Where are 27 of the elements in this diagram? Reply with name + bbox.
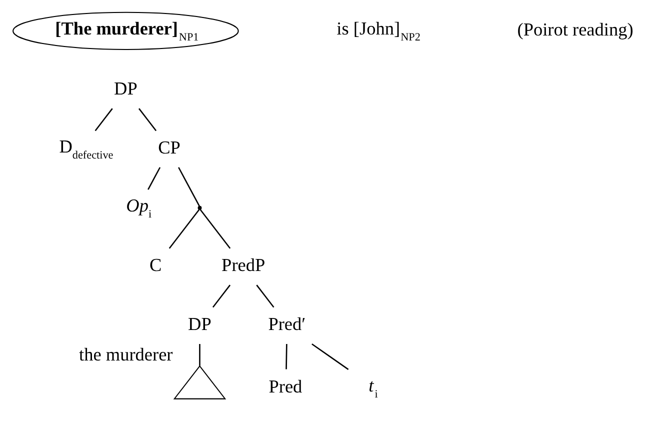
node-ellipse: [The murderer]$_{NP1}$ [12, 12, 238, 50]
connector [94, 108, 112, 132]
connector [198, 344, 200, 366]
node-text: t$_{i}$ [368, 375, 378, 400]
connector [311, 343, 348, 370]
label: (Poirot reading) [516, 19, 633, 40]
node-triangle [172, 365, 226, 400]
node-text: PredP [221, 255, 265, 276]
node-text: Pred′ [268, 314, 306, 334]
node-point [197, 206, 202, 210]
node-text: DP [188, 314, 211, 334]
label: is [John]$_{NP2}$ [336, 18, 420, 44]
connector [138, 108, 156, 132]
connector [256, 284, 274, 308]
node-text: D$_{defective}$ [58, 136, 113, 162]
node-text: CP [158, 137, 180, 158]
connector [285, 344, 287, 370]
connector [147, 167, 160, 190]
node-text: Pred [268, 376, 302, 396]
connector [212, 284, 230, 308]
node-text: Op$_{i}$ [126, 195, 152, 220]
connector [199, 209, 230, 249]
node-text: DP [114, 78, 137, 99]
connector [178, 167, 200, 207]
node-text: C [149, 255, 162, 276]
node-label: the murderer [78, 344, 172, 364]
connector [168, 209, 200, 249]
